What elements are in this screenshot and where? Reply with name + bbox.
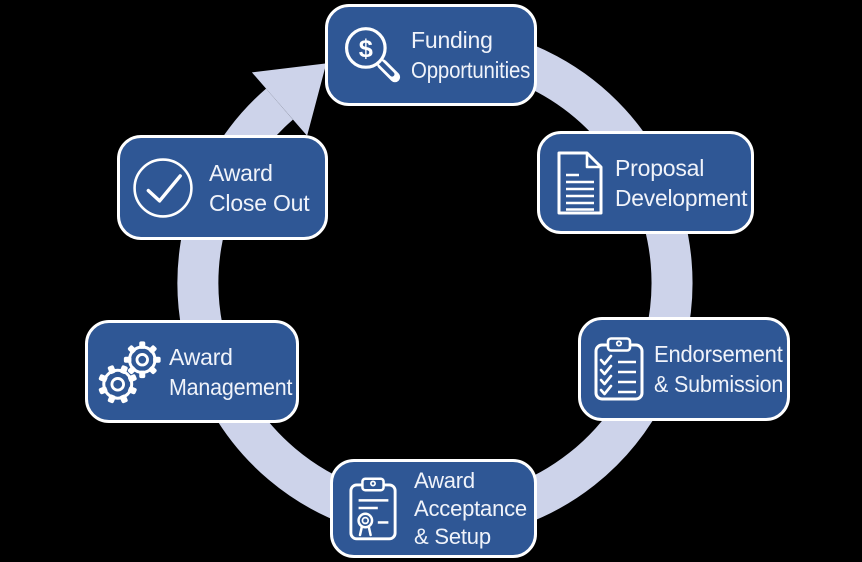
label-line: Award [209,159,273,186]
step-label: Award Management [169,342,292,402]
step-endorsement-submission: Endorsement & Submission [578,317,790,421]
cycle-arrow-head [251,63,327,136]
step-award-management: Award Management [85,320,299,423]
step-label: Award Acceptance & Setup [414,467,530,551]
label-line: Development [615,184,748,211]
label-line: Management [169,373,293,400]
certificate-clipboard-icon [349,476,397,540]
svg-text:$: $ [359,35,373,63]
step-label: Endorsement & Submission [654,339,783,399]
label-line: & Setup [414,523,491,549]
dollar-magnifier-icon: $ [344,27,401,83]
step-label: Funding Opportunities [411,25,530,85]
document-icon [557,151,603,214]
label-line: & Submission [654,371,784,397]
cycle-arrow-ring [177,29,693,541]
label-line: Proposal [615,154,705,181]
check-circle-icon [133,157,193,218]
step-award-acceptance-setup: Award Acceptance & Setup [330,459,537,558]
gears-icon [98,340,161,403]
label-line: Endorsement [654,341,783,367]
label-line: Funding [411,27,493,53]
label-line: Award [169,343,233,370]
clipboard-checklist-icon [594,337,644,401]
step-award-close-out: Award Close Out [117,135,328,240]
step-proposal-development: Proposal Development [537,131,754,234]
label-line: Acceptance [414,495,527,521]
label-line: Opportunities [411,57,531,83]
label-line: Close Out [209,189,310,216]
label-line: Award [414,467,475,493]
step-funding-opportunities: $ Funding Opportunities [325,4,537,106]
step-label: Award Close Out [209,158,321,218]
step-label: Proposal Development [615,153,748,213]
